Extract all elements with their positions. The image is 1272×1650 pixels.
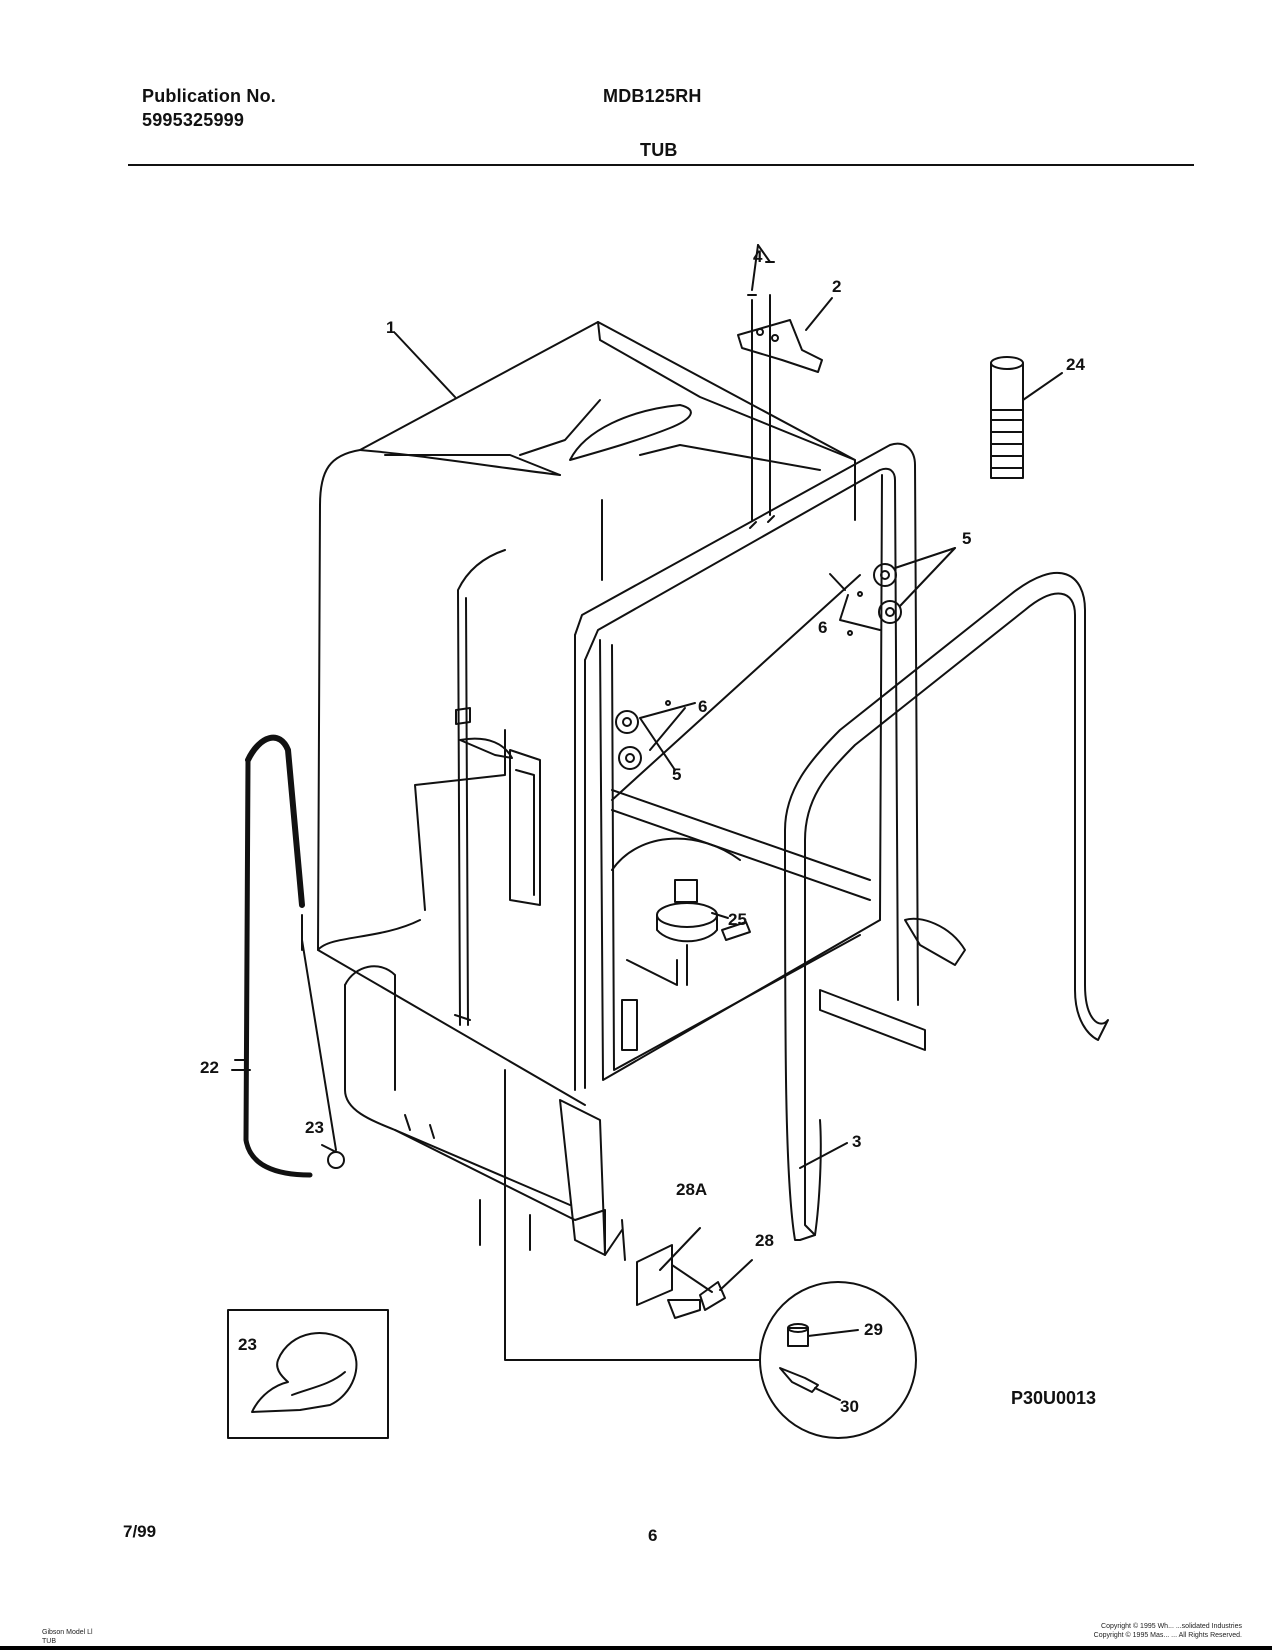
base-rail <box>344 965 606 1251</box>
publication-label: Publication No. <box>142 86 277 106</box>
door-gasket-part <box>784 571 1109 1241</box>
callout-25: 25 <box>728 910 747 929</box>
callout-28: 28 <box>755 1231 774 1250</box>
hinge-cams-right <box>839 547 956 636</box>
copyright-line-2: Copyright © 1995 Mas... ... All Rights R… <box>1093 1632 1242 1639</box>
switch-bracket-part <box>621 1219 753 1319</box>
detail-circle <box>504 1069 917 1439</box>
scan-edge-bar <box>0 1646 1272 1650</box>
copyright-note: Copyright © 1995 Wh... ...solidated Indu… <box>942 1622 1242 1640</box>
revision-date: 7/99 <box>123 1522 157 1541</box>
filter-part-24 <box>990 356 1063 479</box>
callout-30: 30 <box>840 1397 859 1416</box>
callout-5-left: 5 <box>672 765 681 784</box>
pump-area <box>611 837 751 1051</box>
callout-24: 24 <box>1066 355 1085 374</box>
header-rule <box>128 164 1194 166</box>
callout-6-right: 6 <box>818 618 827 637</box>
diagram-code: P30U0013 <box>1011 1388 1097 1408</box>
bracket-part <box>737 244 823 529</box>
copyright-line-1: Copyright © 1995 Wh... ...solidated Indu… <box>1101 1623 1242 1630</box>
publication-number: 5995325999 <box>142 110 245 130</box>
tub-front-frame <box>559 442 966 1256</box>
callout-1: 1 <box>386 318 395 337</box>
callout-labels: 1 2 3 4 5 5 6 6 22 23 23 24 25 28 28A 29… <box>200 247 1085 1416</box>
callout-5-right: 5 <box>962 529 971 548</box>
callout-29: 29 <box>864 1320 883 1339</box>
drain-hose-part <box>234 734 345 1178</box>
callout-3: 3 <box>852 1132 861 1151</box>
footer-left-line-1: Gibson Model Ll <box>42 1629 93 1636</box>
page-number: 6 <box>648 1526 658 1545</box>
section-title: TUB <box>640 140 678 160</box>
callout-leaders <box>231 297 848 1169</box>
model-number: MDB125RH <box>603 86 702 106</box>
callout-22: 22 <box>200 1058 219 1077</box>
callout-28A: 28A <box>676 1180 707 1199</box>
callout-6-left: 6 <box>698 697 707 716</box>
callout-23: 23 <box>305 1118 324 1137</box>
clamp-inset <box>227 1309 389 1439</box>
callout-2: 2 <box>832 277 841 296</box>
callout-4: 4 <box>753 247 763 266</box>
footer-left-line-2: TUB <box>42 1638 56 1645</box>
tub-part <box>317 321 856 1106</box>
hinge-cams-left <box>615 700 696 771</box>
callout-23-inset: 23 <box>238 1335 257 1354</box>
footer-left-note: Gibson Model Ll TUB <box>42 1628 182 1646</box>
